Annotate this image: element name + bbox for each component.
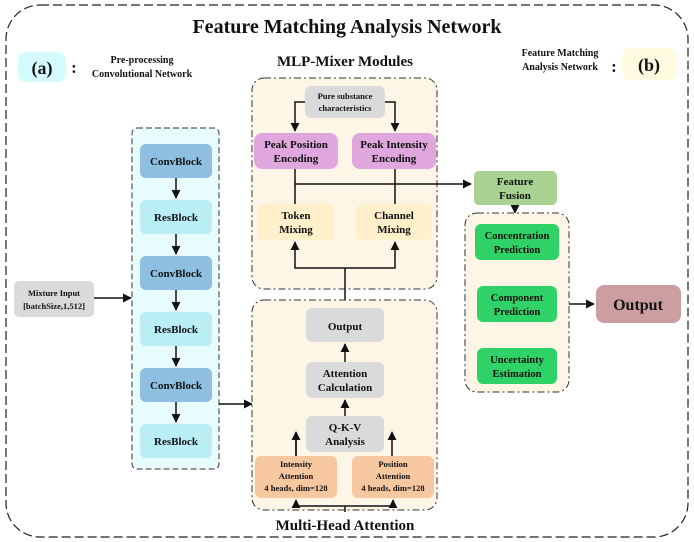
panel-a-colon: : bbox=[71, 58, 77, 77]
pure-substance-line1: Pure substance bbox=[318, 91, 373, 101]
uncertainty-line1: Uncertainty bbox=[490, 355, 544, 366]
attention-calc-line2: Calculation bbox=[318, 382, 372, 394]
uncertainty-line2: Estimation bbox=[492, 369, 541, 380]
feature-fusion-line2: Fusion bbox=[499, 190, 531, 202]
arrow-to-channel-mixing bbox=[345, 241, 400, 269]
attention-output-label: Output bbox=[328, 321, 363, 333]
panel-b-colon: : bbox=[611, 57, 617, 76]
position-attention-line3: 4 heads, dim=128 bbox=[361, 483, 424, 493]
mixture-input-line2: [batchSize,1,512] bbox=[23, 301, 85, 311]
peak-intensity-encoding-box bbox=[352, 133, 436, 169]
token-mixing-box bbox=[258, 204, 334, 240]
qkv-line1: Q-K-V bbox=[329, 422, 361, 434]
panel-b-tag-box bbox=[622, 48, 677, 80]
mlp-mixer-title: MLP-Mixer Modules bbox=[277, 54, 413, 70]
concentration-line1: Concentration bbox=[485, 231, 550, 242]
concentration-line2: Prediction bbox=[494, 245, 541, 256]
panel-a-tag-box bbox=[18, 52, 66, 82]
conv-blocks-group: ConvBlockResBlockConvBlockResBlockConvBl… bbox=[140, 144, 212, 458]
arrow-pure-to-peak-position bbox=[290, 101, 305, 132]
resblock-box-2 bbox=[140, 200, 212, 234]
convblock-label-3: ConvBlock bbox=[150, 268, 203, 280]
intensity-attention-line2: Attention bbox=[279, 471, 314, 481]
panel-b-caption-line1: Feature Matching bbox=[522, 48, 599, 59]
outer-frame bbox=[5, 4, 689, 538]
feature-fusion-box bbox=[474, 171, 557, 205]
intensity-attention-line3: 4 heads, dim=128 bbox=[264, 483, 327, 493]
panel-a-caption-line1: Pre-processing bbox=[111, 55, 174, 66]
convblock-label-1: ConvBlock bbox=[150, 156, 203, 168]
component-line2: Prediction bbox=[494, 307, 541, 318]
attention-title: Multi-Head Attention bbox=[276, 518, 415, 534]
resblock-box-6 bbox=[140, 424, 212, 458]
component-line1: Component bbox=[491, 293, 544, 304]
diagram-title: Feature Matching Analysis Network bbox=[192, 16, 502, 38]
resblock-label-2: ResBlock bbox=[154, 212, 199, 224]
uncertainty-estimation-box bbox=[477, 348, 557, 384]
position-attention-line2: Attention bbox=[376, 471, 411, 481]
channel-mixing-box bbox=[356, 204, 432, 240]
final-output-box bbox=[596, 285, 681, 323]
token-mixing-line2: Mixing bbox=[279, 224, 313, 236]
position-attention-line1: Position bbox=[378, 459, 408, 469]
peak-position-line2: Encoding bbox=[274, 153, 319, 165]
attention-calc-line1: Attention bbox=[323, 368, 368, 380]
convblock-label-5: ConvBlock bbox=[150, 380, 203, 392]
concentration-prediction-box bbox=[475, 224, 559, 260]
peak-position-line1: Peak Position bbox=[264, 139, 328, 151]
resblock-label-4: ResBlock bbox=[154, 324, 199, 336]
convblock-box-1 bbox=[140, 144, 212, 178]
panel-b-tag: (b) bbox=[638, 55, 660, 76]
mixture-input-box bbox=[14, 281, 94, 317]
intensity-attention-box bbox=[255, 456, 337, 498]
resblock-label-6: ResBlock bbox=[154, 436, 199, 448]
panel-a-tag: (a) bbox=[32, 58, 53, 79]
panel-b-caption-line2: Analysis Network bbox=[522, 62, 598, 73]
convblock-box-5 bbox=[140, 368, 212, 402]
token-mixing-line1: Token bbox=[282, 210, 311, 222]
channel-mixing-line2: Mixing bbox=[377, 224, 411, 236]
feature-fusion-line1: Feature bbox=[497, 176, 534, 188]
qkv-box bbox=[306, 416, 384, 452]
attention-output-box bbox=[306, 308, 384, 342]
intensity-attention-line1: Intensity bbox=[280, 459, 313, 469]
arrow-pure-to-peak-intensity bbox=[385, 101, 400, 132]
final-output-label: Output bbox=[613, 297, 663, 314]
mixture-input-line1: Mixture Input bbox=[28, 288, 80, 298]
pure-substance-line2: characteristics bbox=[319, 103, 373, 113]
peak-intensity-line1: Peak Intensity bbox=[360, 139, 428, 151]
pure-substance-box bbox=[305, 86, 385, 118]
peak-intensity-line2: Encoding bbox=[372, 153, 417, 165]
qkv-line2: Analysis bbox=[325, 436, 365, 448]
resblock-box-4 bbox=[140, 312, 212, 346]
peak-position-encoding-box bbox=[254, 133, 338, 169]
attention-calc-box bbox=[306, 362, 384, 398]
component-prediction-box bbox=[477, 286, 557, 322]
arrow-to-token-mixing bbox=[290, 241, 345, 269]
panel-a-caption-line2: Convolutional Network bbox=[92, 69, 193, 80]
convblock-box-3 bbox=[140, 256, 212, 290]
position-attention-box bbox=[352, 456, 434, 498]
channel-mixing-line1: Channel bbox=[374, 210, 414, 222]
